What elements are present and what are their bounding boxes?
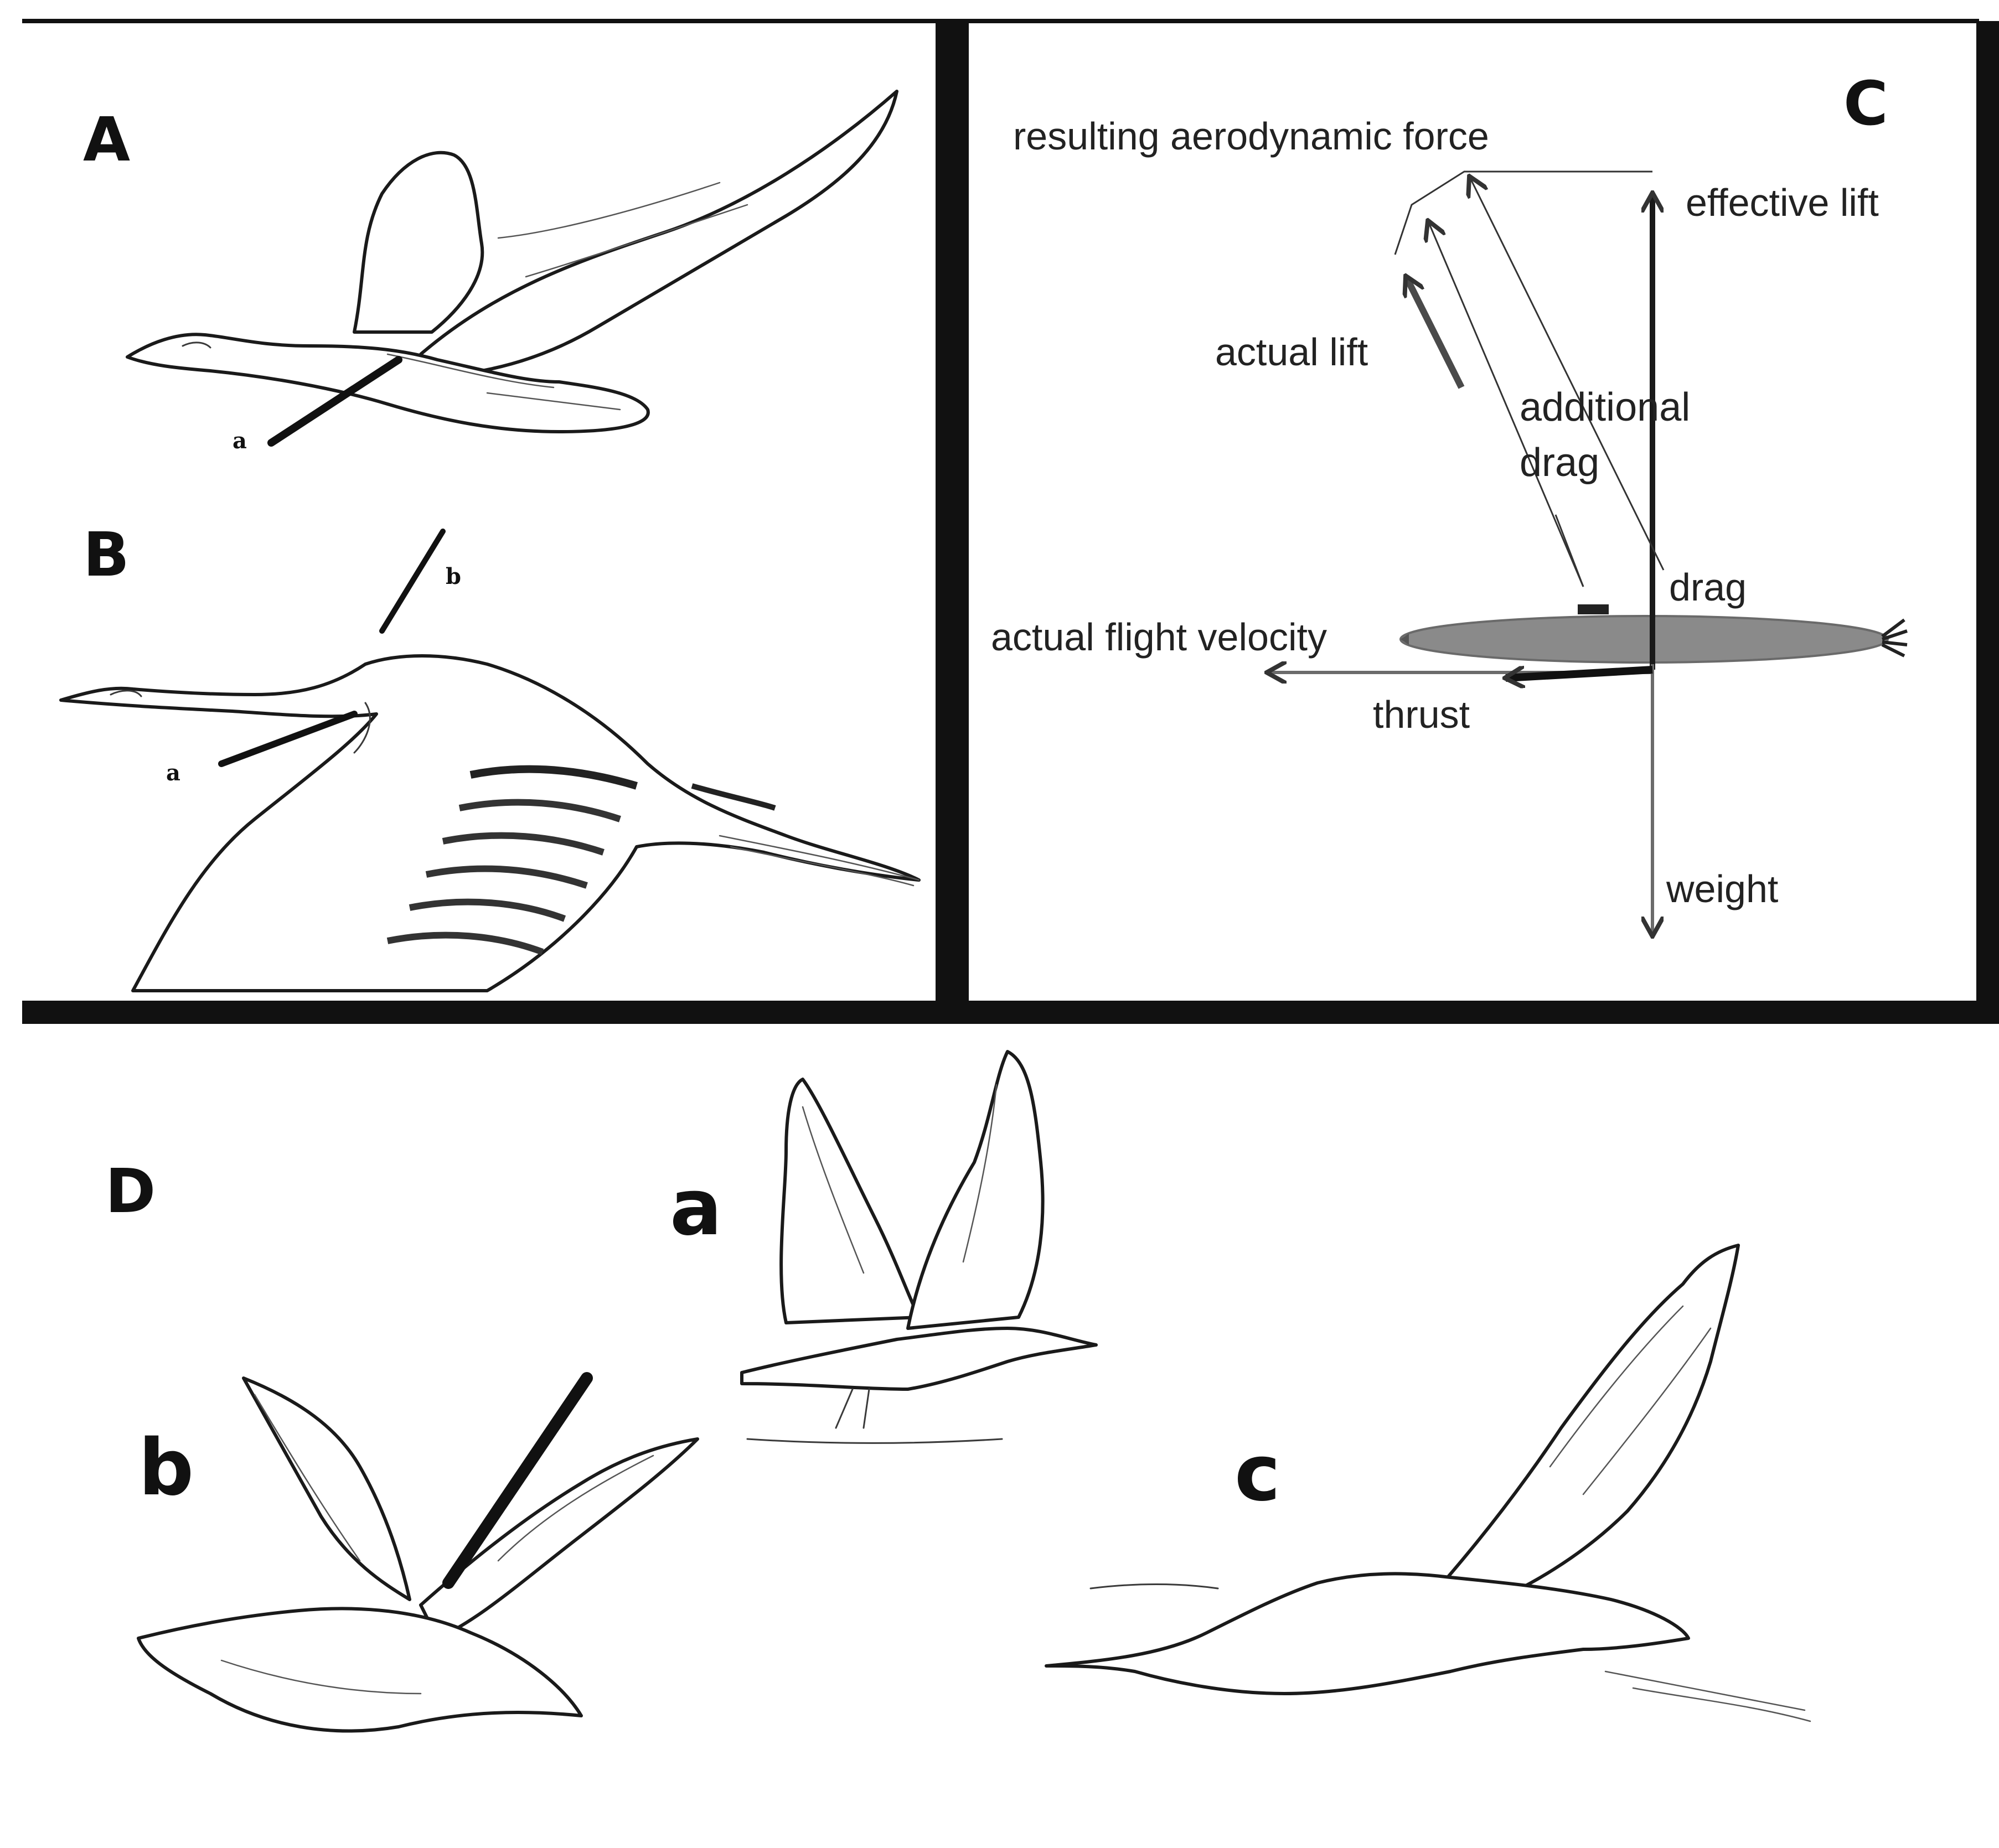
pointer-line-b	[442, 1372, 593, 1589]
label-actual-lift: actual lift	[1215, 330, 1368, 374]
label-weight: weight	[1666, 867, 1778, 910]
label-drag: drag	[1669, 566, 1747, 609]
thrust-arrow	[1506, 666, 1653, 678]
goose-sketch	[126, 90, 898, 433]
bird-label-c: c	[1234, 1428, 1280, 1519]
crane-feather-bands	[386, 765, 776, 955]
panel-d: D a b c	[105, 1050, 1811, 1733]
pointer-line-a	[267, 356, 402, 447]
bird-label-a: a	[670, 1163, 722, 1253]
label-additional-drag-1: additional	[1520, 385, 1690, 429]
panel-b-pointer-label-b: b	[446, 563, 461, 589]
panel-b: B a b	[59, 519, 921, 992]
body-ellipse	[1399, 615, 1889, 664]
panel-b-letter: B	[83, 519, 130, 590]
label-additional-drag-2: drag	[1520, 441, 1599, 485]
additional-drag-arrow	[1428, 221, 1584, 587]
bird-b-sketch	[137, 1376, 699, 1733]
panel-a-letter: A	[83, 104, 130, 175]
construction-lines	[1394, 170, 1652, 255]
panel-a: A a	[83, 90, 898, 454]
panel-a-pointer-label: a	[233, 428, 247, 454]
resulting-force-arrow	[1470, 177, 1665, 571]
pointer-line-a	[218, 711, 358, 767]
panel-d-letter: D	[105, 1156, 156, 1226]
label-effective-lift: effective lift	[1686, 181, 1879, 224]
label-flight-velocity: actual flight velocity	[991, 615, 1327, 659]
body-beak	[1401, 634, 1409, 645]
label-resulting-force: resulting aerodynamic force	[1013, 115, 1489, 158]
pointer-line-b	[379, 529, 446, 634]
body-tail-feathers	[1881, 618, 1908, 658]
label-thrust: thrust	[1373, 693, 1470, 736]
panel-b-pointer-label-a: a	[166, 760, 180, 786]
bird-a-sketch	[740, 1050, 1098, 1444]
panel-c: C resulting aerodynamic force effective …	[991, 68, 1908, 935]
panel-c-letter: C	[1843, 68, 1888, 139]
drag-marker	[1578, 604, 1609, 614]
actual-lift-arrow	[1406, 277, 1465, 389]
bird-c-sketch	[1045, 1244, 1811, 1722]
crane-sketch	[59, 654, 921, 992]
bird-label-b: b	[138, 1423, 194, 1513]
